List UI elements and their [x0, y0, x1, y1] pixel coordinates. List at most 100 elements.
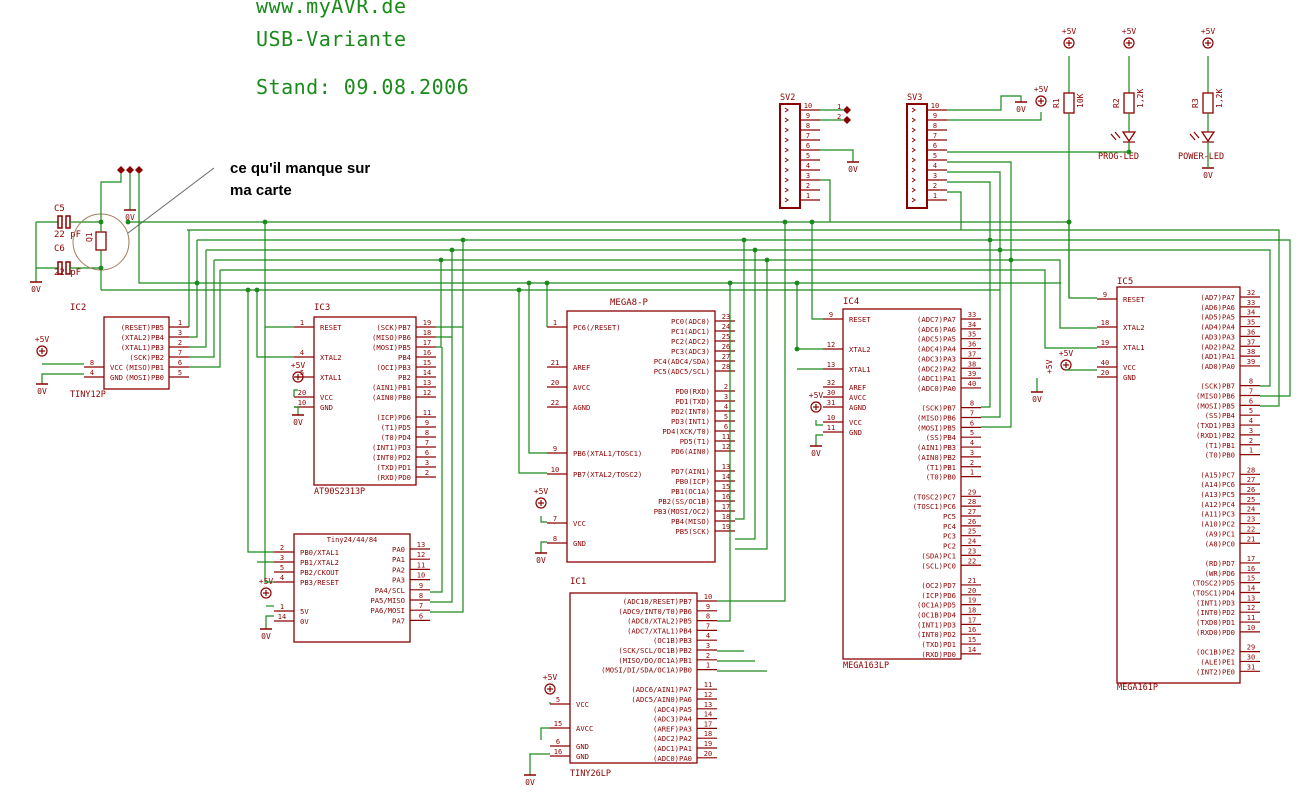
pin-name: (OC1B)PE2: [1196, 648, 1235, 657]
pin-number: 4: [300, 349, 304, 357]
pin-name: (T1)PB1: [1205, 441, 1235, 450]
chip-body: [293, 533, 411, 643]
resistor-value: 10K: [1076, 93, 1085, 108]
junction-dot: [526, 280, 532, 286]
pin-number: 2: [178, 339, 182, 347]
pin-marker: [784, 187, 789, 193]
pin-name: (TXD)PD1: [921, 640, 956, 649]
wire: [138, 174, 1061, 284]
pin-number: 24: [722, 323, 730, 331]
jumper-pad: [843, 116, 851, 124]
pin-name: (AD5)PA5: [1200, 313, 1235, 322]
pin-name: (ADC4)PA4: [917, 345, 956, 354]
pin-name: (XTAL2)PB4: [121, 333, 164, 342]
pin-name: (SCK)PB7: [921, 404, 956, 413]
pin-name: (SCK)PB7: [1200, 382, 1235, 391]
pin-marker: [911, 197, 916, 203]
pin-name: (TOSC1)PC6: [913, 502, 956, 511]
pin-marker: [784, 117, 789, 123]
pin-number: 13: [417, 541, 425, 549]
date-text: Stand: 09.08.2006: [256, 75, 470, 99]
junction-dot: [1066, 219, 1072, 225]
led: [1193, 131, 1200, 139]
pin-number: 38: [968, 360, 976, 368]
wire: [947, 161, 1012, 260]
pin-number: 2: [280, 544, 284, 552]
pin-number: 1: [970, 469, 974, 477]
junction-dot: [752, 247, 758, 253]
pin-name: (INT0)PD2: [372, 453, 411, 462]
chip-mega8-p: [566, 310, 716, 563]
pin-number: 7: [706, 622, 710, 630]
chip-body: [313, 316, 417, 486]
pin-number: 8: [90, 359, 94, 367]
pin-name: AGND: [849, 403, 866, 412]
chip-ref: MEGA8-P: [610, 298, 649, 308]
pin-name: (T0)PB0: [926, 473, 956, 482]
pin-number: 7: [806, 132, 810, 140]
vcc-label: +5V: [809, 391, 824, 400]
pin-number: 13: [722, 463, 730, 471]
pin-marker: [784, 147, 789, 153]
pin-number: 18: [968, 607, 976, 615]
pin-number: 12: [827, 341, 835, 349]
pin-marker: [911, 167, 916, 173]
wire: [189, 240, 198, 338]
vcc-symbol: [1202, 37, 1214, 49]
pin-number: 10: [704, 593, 712, 601]
pin-name: GND: [1123, 373, 1136, 382]
pin-number: 11: [1247, 614, 1255, 622]
pin-number: 14: [722, 473, 730, 481]
pin-number: 23: [968, 547, 976, 555]
capacitor-c6: [57, 261, 63, 275]
pin-name: XTAL1: [1123, 343, 1145, 352]
vcc-symbol: [1063, 37, 1075, 49]
vcc-label: +5V: [35, 335, 50, 344]
junction-dot: [764, 257, 770, 263]
pin-number: 5: [724, 413, 728, 421]
wire: [436, 260, 442, 348]
junction-dot: [741, 237, 747, 243]
pin-name: (A9)PC1: [1205, 529, 1235, 538]
pin-number: 25: [722, 333, 730, 341]
pin-name: PA5/MISO: [370, 596, 405, 605]
pin-name: (SS)PB4: [1205, 411, 1235, 420]
pin-marker: [911, 157, 916, 163]
pin-name: PB0(ICP): [675, 477, 710, 486]
pin-marker: [911, 117, 916, 123]
pin-name: (AIN1)PB1: [372, 383, 411, 392]
junction-dot: [809, 219, 815, 225]
c5-value: 22 pF: [54, 230, 81, 240]
junction-dot: [987, 237, 993, 243]
junction-dot: [262, 219, 268, 225]
pin-number: 10: [417, 572, 425, 580]
pin-number: 21: [968, 577, 976, 585]
pin-name: PC5: [943, 512, 956, 521]
pin-name: PD3(INT1): [671, 417, 710, 426]
gnd-label: 0V: [261, 632, 271, 641]
wire: [41, 373, 84, 384]
pin-number: 5: [806, 152, 810, 160]
vcc-label: +5V: [1045, 359, 1054, 374]
pin-name: (SS)PB4: [926, 433, 956, 442]
jumper-label: 2: [837, 113, 841, 121]
pin-name: (TOSC2)PD5: [1192, 579, 1235, 588]
pin-number: 34: [1247, 309, 1255, 317]
pin-number: 5: [300, 369, 304, 377]
pin-number: 36: [1247, 328, 1255, 336]
pin-number: 1: [280, 603, 284, 611]
pin-number: 2: [1249, 437, 1253, 445]
pin-name: (ADC4)PA5: [653, 705, 692, 714]
pin-name: (T1)PD5: [381, 423, 411, 432]
chip-ref: IC2: [70, 303, 86, 313]
pin-name: (A10)PC2: [1200, 520, 1235, 529]
pin-name: (RXD1)PB2: [1196, 431, 1235, 440]
pin-number: 7: [1249, 388, 1253, 396]
chip-body: [569, 592, 698, 764]
url-text: www.myAVR.de: [256, 0, 407, 18]
crystal: [95, 231, 107, 251]
pin-name: (TOSC2)PC7: [913, 492, 956, 501]
chip-name: Tiny24/44/84: [327, 536, 378, 544]
pin-name: (TXD)PD1: [376, 463, 411, 472]
pin-number: 2: [970, 459, 974, 467]
